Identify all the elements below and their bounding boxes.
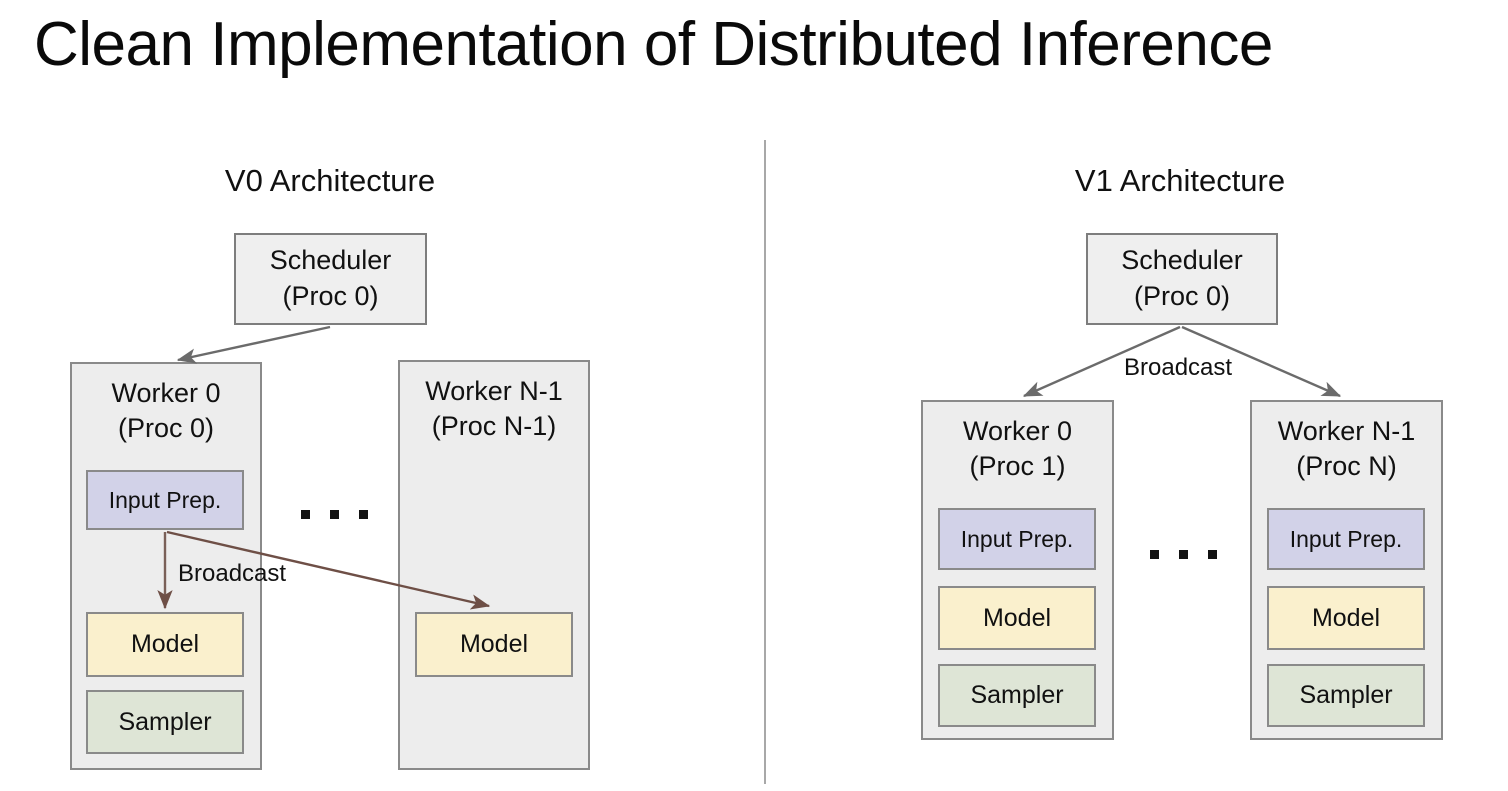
page-title: Clean Implementation of Distributed Infe… (34, 10, 1273, 79)
v1-scheduler-box[interactable]: Scheduler (Proc 0) (1086, 233, 1278, 325)
v1-worker-0-line2: (Proc 1) (969, 451, 1066, 482)
v1-ellipsis-dot (1150, 550, 1159, 559)
v1-worker-n-1-input-prep[interactable]: Input Prep. (1267, 508, 1425, 570)
v1-worker-0-line1: Worker 0 (962, 416, 1073, 446)
v0-worker-0-label: Worker 0 (Proc 0) (72, 364, 260, 446)
v0-ellipsis-dot (330, 510, 339, 519)
panel-divider (764, 140, 766, 784)
v1-worker-n-1-line1: Worker N-1 (1277, 416, 1416, 446)
v0-worker-0-line1: Worker 0 (111, 378, 221, 408)
v1-worker-0-sampler[interactable]: Sampler (938, 664, 1096, 727)
v1-ellipsis-dot (1208, 550, 1217, 559)
v0-broadcast-label: Broadcast (178, 560, 287, 587)
v1-worker-n-1-sampler[interactable]: Sampler (1267, 664, 1425, 727)
v1-broadcast-label: Broadcast (1124, 354, 1233, 381)
v1-worker-0-label: Worker 0 (Proc 1) (923, 402, 1112, 484)
v0-worker-0-line2: (Proc 0) (117, 413, 215, 444)
v1-ellipsis-dot (1179, 550, 1188, 559)
v0-architecture-heading: V0 Architecture (224, 163, 436, 198)
v0-scheduler-box[interactable]: Scheduler (Proc 0) (234, 233, 427, 325)
v0-ellipsis (301, 510, 368, 519)
v0-worker-n-1-box[interactable]: Worker N-1 (Proc N-1) (398, 360, 590, 770)
v1-scheduler-line2: (Proc 0) (1133, 281, 1231, 311)
v1-worker-n-1-line2: (Proc N) (1296, 451, 1397, 482)
v0-scheduler-line2: (Proc 0) (282, 281, 379, 311)
v1-worker-n-1-label: Worker N-1 (Proc N) (1252, 402, 1441, 484)
v0-ellipsis-dot (359, 510, 368, 519)
v0-ellipsis-dot (301, 510, 310, 519)
v0-worker-0-model[interactable]: Model (86, 612, 244, 677)
v1-architecture-heading: V1 Architecture (1074, 163, 1286, 198)
v0-worker-n-1-line2: (Proc N-1) (431, 411, 557, 442)
v1-scheduler-line1: Scheduler (1121, 245, 1243, 276)
v1-worker-0-model[interactable]: Model (938, 586, 1096, 650)
v1-ellipsis (1150, 550, 1217, 559)
v0-worker-0-sampler[interactable]: Sampler (86, 690, 244, 754)
v1-worker-0-input-prep[interactable]: Input Prep. (938, 508, 1096, 570)
v1-worker-n-1-model[interactable]: Model (1267, 586, 1425, 650)
v0-scheduler-to-worker0-arrow (176, 325, 331, 364)
v0-worker-n-1-label: Worker N-1 (Proc N-1) (400, 362, 588, 444)
v0-worker-n-1-model[interactable]: Model (415, 612, 573, 677)
v0-worker-n-1-line1: Worker N-1 (425, 376, 563, 406)
v0-scheduler-line1: Scheduler (269, 245, 392, 276)
v0-worker-0-input-prep[interactable]: Input Prep. (86, 470, 244, 530)
